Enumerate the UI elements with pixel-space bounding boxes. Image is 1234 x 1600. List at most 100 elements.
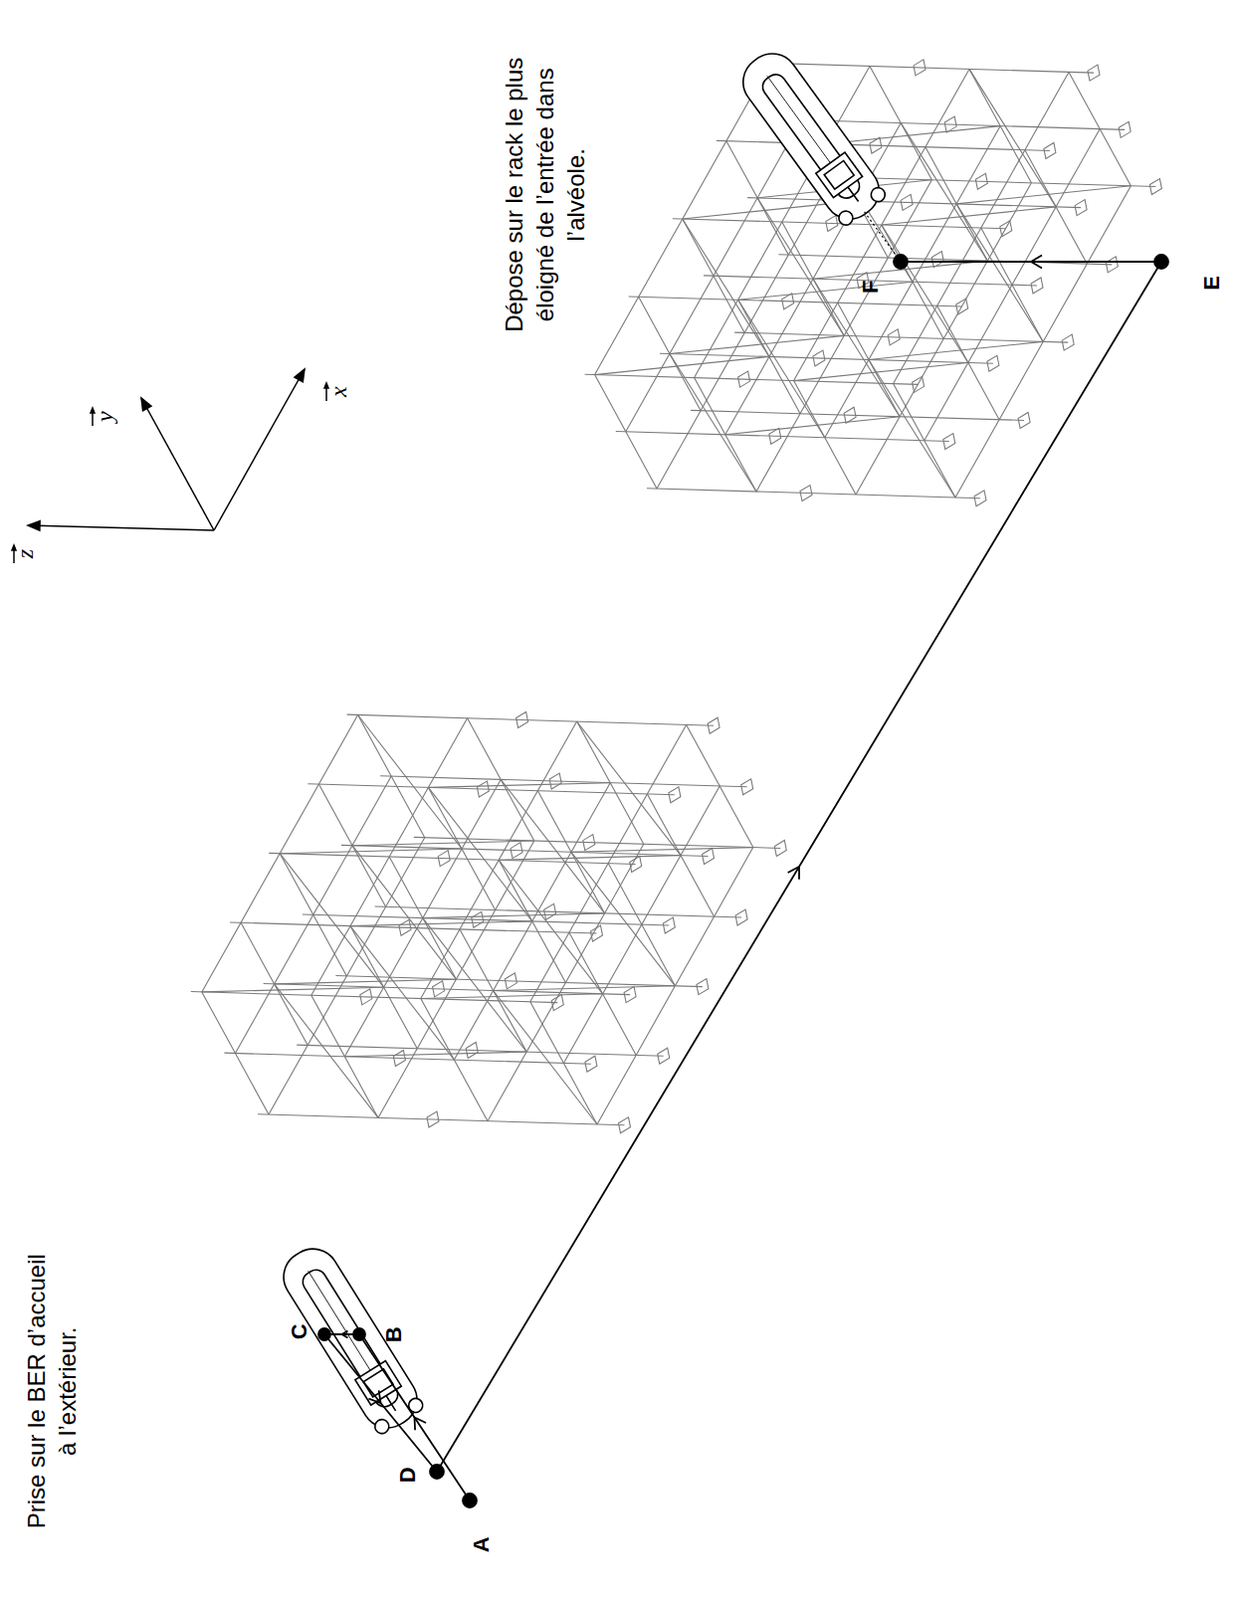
arrowhead xyxy=(141,398,152,412)
rack-plate xyxy=(432,981,445,998)
crane-rail xyxy=(308,1270,394,1407)
rack-bar xyxy=(760,62,1094,73)
rack-bar xyxy=(595,357,770,376)
rack-bar xyxy=(628,296,963,307)
arrowhead xyxy=(27,521,40,532)
point-label: F xyxy=(857,279,887,293)
trajectory xyxy=(318,210,1169,1508)
rack-plate xyxy=(465,1041,478,1058)
rack-plate xyxy=(662,917,675,934)
point-dot xyxy=(353,1328,366,1341)
rack-bar xyxy=(669,354,757,493)
rack-bar xyxy=(229,922,598,934)
rack-plate xyxy=(1118,121,1131,138)
rack-plate xyxy=(800,485,813,502)
rack-bar xyxy=(716,140,1050,151)
rack-bar xyxy=(868,341,1043,360)
rack-plate xyxy=(707,717,720,734)
direction-arrow xyxy=(788,866,800,880)
rack-bar xyxy=(263,984,630,996)
rack-bar xyxy=(413,836,782,848)
point-dot xyxy=(1154,254,1169,269)
rack-bar xyxy=(191,992,559,1004)
arrowhead xyxy=(11,545,16,551)
rack-plate xyxy=(975,173,988,190)
rack-bar xyxy=(279,848,462,854)
rack-bar xyxy=(791,119,1125,130)
point-label: C xyxy=(285,1323,315,1340)
axis-label: x xyxy=(322,387,354,399)
rack-bar xyxy=(969,68,1056,207)
rack-bar xyxy=(659,353,994,364)
rack-plate xyxy=(825,215,838,232)
direction-arrow xyxy=(342,1330,349,1338)
rack-bar xyxy=(616,431,950,442)
rack-plate xyxy=(393,1049,406,1066)
rack-bar xyxy=(422,918,527,1053)
rack-plate xyxy=(585,1055,598,1072)
rack-bar xyxy=(352,840,535,846)
rack-bar xyxy=(571,851,675,987)
crane-rail xyxy=(767,75,855,197)
rack-bar xyxy=(956,186,1131,205)
rack-bar xyxy=(341,844,709,856)
rack-bar xyxy=(302,914,670,926)
rack-plate xyxy=(843,407,856,423)
rack-plate xyxy=(813,350,825,367)
rack-plate xyxy=(510,842,523,859)
crane-drawing xyxy=(733,43,890,230)
rack-bar xyxy=(868,360,956,499)
rack-plate xyxy=(618,1117,631,1134)
rack-plate xyxy=(869,137,882,154)
rack-plate xyxy=(1149,179,1162,196)
rack-plate xyxy=(623,987,636,1004)
crane-hook xyxy=(386,1396,397,1412)
rack-bar xyxy=(344,1051,527,1057)
rack-bar xyxy=(646,488,981,499)
rack-bar xyxy=(747,198,1081,208)
rack-plate xyxy=(504,973,517,990)
direction-arrow xyxy=(414,1418,427,1432)
rack-plate xyxy=(944,116,957,133)
rack-structure xyxy=(191,711,788,1133)
rack-bar xyxy=(956,204,1043,343)
crane-trolley xyxy=(355,1361,402,1407)
rack-plate xyxy=(583,834,596,851)
rack-bar xyxy=(734,332,1068,343)
rack-plate xyxy=(516,711,529,728)
note-text: Dépose sur le rack le plus éloigné de l’… xyxy=(498,35,593,355)
rack-bar xyxy=(725,416,900,435)
rack-plate xyxy=(735,909,748,926)
rack-bar xyxy=(571,847,754,853)
rack-plate xyxy=(956,298,969,315)
rack-plate xyxy=(657,1047,670,1064)
rack-bar xyxy=(577,721,681,856)
rack-bar xyxy=(296,1044,664,1056)
rack-bar xyxy=(380,776,748,788)
rack-plate xyxy=(769,427,782,444)
rack-plate xyxy=(887,329,900,346)
point-label: B xyxy=(380,1326,410,1343)
rack-plate xyxy=(544,903,557,920)
rack-plate xyxy=(360,989,373,1006)
crane-wheel xyxy=(406,1396,425,1416)
crane-inner xyxy=(758,70,863,203)
rack-bar xyxy=(223,1052,592,1064)
point-dot xyxy=(429,1464,444,1479)
rack-plate xyxy=(1000,220,1013,237)
crane-wheel xyxy=(868,185,889,206)
rack-bar xyxy=(493,986,676,992)
rack-plate xyxy=(931,251,944,268)
axis-label: y xyxy=(88,411,120,423)
path-segment xyxy=(436,261,1162,1472)
rack-bar xyxy=(268,852,636,864)
rack-bar xyxy=(257,1114,625,1126)
rack-plate xyxy=(437,850,450,867)
rack-plate xyxy=(1018,411,1030,428)
rack-plate xyxy=(399,919,412,936)
axis-y xyxy=(141,398,214,531)
rack-bar xyxy=(347,714,714,726)
